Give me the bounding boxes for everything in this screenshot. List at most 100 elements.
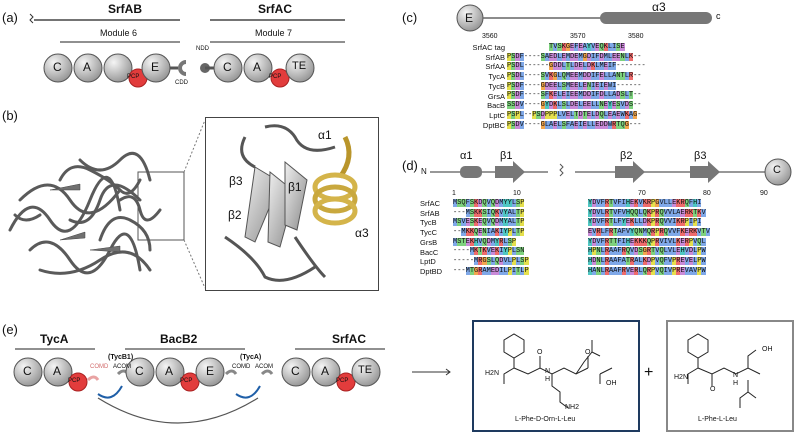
alignment-row: -----MRGSLQDVLPLSP: [453, 257, 529, 266]
e-a-2: A: [165, 364, 174, 378]
domain-a-1: A: [83, 60, 92, 74]
comd-label-1: COMD: [90, 364, 109, 370]
alignment-row: SSDV----GYDKLSLDELEELLNEYESVDS--: [507, 101, 642, 110]
product2-structure: [687, 333, 761, 408]
module7-label: Module 7: [255, 28, 293, 38]
srfab-label: SrfAB: [108, 2, 143, 16]
domain-ball: [43, 53, 73, 83]
domain-c-1: C: [53, 60, 62, 74]
alignment-row: PSDF----SFKELEIEEMDDIFDLLADSLT--: [507, 91, 642, 100]
panel-e-diagram: [13, 348, 451, 424]
panel-d-topology: [430, 158, 792, 186]
product2-box: [666, 320, 794, 432]
c-cterm-label: c: [716, 11, 721, 21]
d-beta3: β3: [694, 150, 707, 162]
d-cterm: C: [773, 164, 781, 176]
d-tick-10: 10: [513, 190, 521, 197]
panel-label-c: (c): [402, 10, 418, 25]
d-nterm: N: [421, 167, 427, 176]
c-tick-3580: 3580: [628, 33, 644, 40]
domain-ball: [103, 53, 133, 83]
domain-c-2: C: [223, 60, 232, 74]
panel-label-e: (e): [2, 322, 18, 337]
alignment-row: EVRLFRTAFVYQNMQRPRQVVFKERKVTV: [588, 228, 710, 237]
tyca-paren-label: (TycA): [240, 354, 262, 361]
sequence-name: GrsA: [487, 91, 505, 101]
e-pcp-1: PCP: [68, 378, 81, 384]
domain-a-2: A: [253, 60, 262, 74]
p2-n: N: [733, 372, 739, 379]
d-tick-90: 90: [760, 190, 768, 197]
p1-oh: OH: [606, 380, 617, 387]
cdd-label: CDD: [175, 80, 188, 86]
sequence-name: LptC: [489, 110, 505, 120]
sequence-name: SrfAA: [485, 62, 505, 72]
acom-label-1: ACOM: [113, 364, 131, 370]
domain-ball: [285, 53, 315, 83]
sequence-name: SrfAB: [420, 208, 440, 218]
alignment-row: ---MSKKSIQKVYALTP: [453, 208, 525, 217]
alignment-row: MSQFSKDQVQDMYYLSP: [453, 199, 525, 207]
e-a-1: A: [53, 364, 62, 378]
d-tick-80: 80: [703, 190, 711, 197]
e-e-2: E: [206, 364, 215, 378]
e-c-1: C: [23, 364, 32, 378]
c-e-label: E: [465, 11, 474, 25]
product1-box: [472, 320, 640, 432]
e-c-2: C: [135, 364, 144, 378]
sequence-name: LptD: [420, 257, 436, 267]
alignment-row: --MKKQENIAKIYPLTP: [453, 228, 525, 237]
domain-ball: [243, 53, 273, 83]
d-beta2: β2: [620, 150, 633, 162]
zoom-beta1: β1: [288, 180, 302, 194]
product1-label: L-Phe-D-Orn-L-Leu: [515, 416, 576, 423]
panel-c-topology: [456, 4, 712, 32]
p2-o: O: [710, 386, 716, 393]
p1-n: N: [545, 368, 551, 375]
comd-label-2: COMD: [232, 364, 251, 370]
p1-h2n: H2N: [485, 370, 500, 377]
alignment-row: TVSKGEFEAYVEQKLISE: [549, 43, 625, 51]
alignment-row: MSTEKHVQDMYRLSP: [453, 237, 517, 246]
sequence-name: DptBD: [420, 266, 443, 276]
acom-label-2: ACOM: [255, 364, 273, 370]
domain-ball: [73, 53, 103, 83]
alignment-row: MSVESKEQVQDMYALTP: [453, 218, 525, 227]
domain-pcp-1: PCP: [127, 74, 140, 80]
alignment-row: PSDL----SVKGLQMEEMDDIFELLANTLR--: [507, 72, 642, 81]
sequence-name: GrsB: [420, 237, 438, 247]
alignment-row: PSPL--PSDPPPLVELTDTELDQLEAEWKAG-: [507, 110, 642, 119]
alignment-row: HDNLRAAFATRALKDPVQFVPREVELPW: [588, 257, 706, 266]
srfac-e-label: SrfAC: [332, 332, 367, 346]
p1-nh2: NH2: [565, 404, 580, 411]
module6-label: Module 6: [100, 28, 138, 38]
d-alpha1: α1: [460, 150, 473, 162]
panel-label-b: (b): [2, 108, 18, 123]
sequence-name: BacC: [420, 247, 439, 257]
c-tick-3570: 3570: [570, 33, 586, 40]
sequence-name: TycA: [488, 72, 505, 82]
sequence-name: SrfAC: [420, 199, 441, 208]
d-tick-1: 1: [452, 190, 456, 197]
sequence-name: TycB: [420, 218, 437, 228]
protein-structure-image: [8, 119, 206, 289]
pcp-ball: [270, 68, 290, 88]
product2-label: L-Phe-L-Leu: [698, 416, 737, 423]
tycb1-label: (TycB1): [108, 354, 134, 361]
domain-te-2: TE: [292, 60, 307, 72]
panel-label-a: (a): [2, 10, 18, 25]
zoom-structure: [224, 124, 358, 282]
plus-sign: +: [644, 364, 654, 381]
ndd-label: NDD: [196, 46, 209, 52]
p1-h: H: [545, 376, 551, 383]
panel-a-diagram: [29, 13, 345, 88]
sequence-name: DptBC: [482, 120, 505, 130]
c-alpha3-label: α3: [652, 0, 666, 14]
alignment-row: YDVFRTTFIHEKKKQPRVIVLKERPVQL: [588, 237, 706, 246]
zoom-alpha3: α3: [355, 226, 369, 240]
alignment-row: PSDL------GDDLTLDELDKLMEIF-------: [507, 62, 646, 71]
